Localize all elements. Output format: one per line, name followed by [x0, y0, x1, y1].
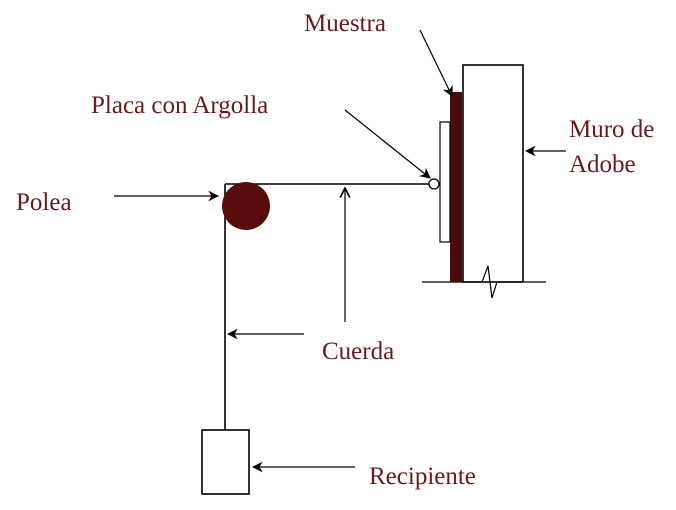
label-recipiente: Recipiente: [369, 463, 476, 490]
label-muro-line1: Muro de: [569, 116, 654, 143]
muestra-arrow: [419, 29, 453, 97]
label-muro-line2: Adobe: [569, 151, 636, 178]
ground-break-line: [422, 265, 546, 299]
pulley: [222, 182, 270, 230]
sample-strip: [450, 92, 462, 282]
label-cuerda: Cuerda: [322, 338, 394, 365]
label-muestra: Muestra: [304, 10, 386, 37]
plate: [439, 121, 451, 243]
label-placa: Placa con Argolla: [91, 92, 268, 119]
container: [201, 429, 250, 495]
placa-arrow: [344, 109, 431, 179]
ring: [428, 178, 440, 190]
adobe-wall: [462, 64, 524, 283]
label-polea: Polea: [16, 189, 72, 216]
